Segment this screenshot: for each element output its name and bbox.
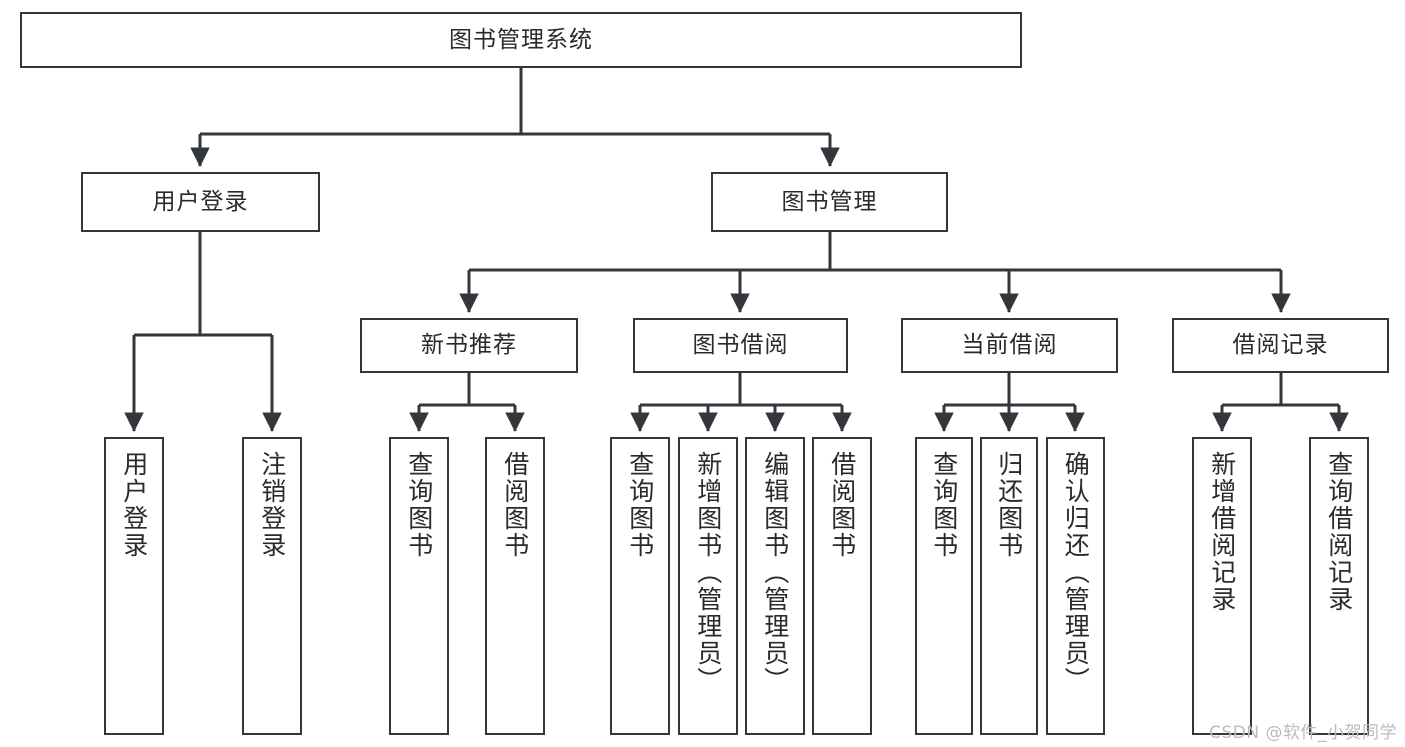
leaf-user-login-1-label: 注销登录	[257, 451, 287, 559]
leaf-borrow-record-1[interactable]: 查询借阅记录	[1309, 437, 1369, 735]
leaf-book-borrow-2-label: 编辑图书（管理员）	[760, 451, 790, 694]
leaf-current-borrow-1[interactable]: 归还图书	[980, 437, 1038, 735]
leaf-current-borrow-0[interactable]: 查询图书	[915, 437, 973, 735]
node-root-label: 图书管理系统	[449, 26, 593, 53]
leaf-user-login-0-label: 用户登录	[119, 451, 149, 559]
leaf-current-borrow-2-label: 确认归还（管理员）	[1061, 451, 1091, 694]
node-borrow-record[interactable]: 借阅记录	[1172, 318, 1389, 373]
leaf-current-borrow-2[interactable]: 确认归还（管理员）	[1046, 437, 1105, 735]
leaf-new-book-0[interactable]: 查询图书	[389, 437, 449, 735]
node-current-borrow-label: 当前借阅	[961, 332, 1058, 359]
leaf-borrow-record-0[interactable]: 新增借阅记录	[1192, 437, 1252, 735]
node-current-borrow[interactable]: 当前借阅	[901, 318, 1118, 373]
leaf-new-book-1[interactable]: 借阅图书	[485, 437, 545, 735]
node-user-login-label: 用户登录	[152, 188, 249, 215]
node-user-login[interactable]: 用户登录	[81, 172, 320, 232]
node-book-manage-label: 图书管理	[781, 188, 878, 215]
leaf-book-borrow-2[interactable]: 编辑图书（管理员）	[745, 437, 805, 735]
leaf-user-login-1[interactable]: 注销登录	[242, 437, 302, 735]
leaf-current-borrow-0-label: 查询图书	[929, 451, 959, 559]
leaf-book-borrow-3-label: 借阅图书	[827, 451, 857, 559]
leaf-book-borrow-3[interactable]: 借阅图书	[812, 437, 872, 735]
node-borrow-record-label: 借阅记录	[1232, 332, 1329, 359]
node-book-borrow[interactable]: 图书借阅	[633, 318, 848, 373]
node-new-book-recommend-label: 新书推荐	[421, 332, 517, 359]
leaf-book-borrow-1[interactable]: 新增图书（管理员）	[678, 437, 738, 735]
leaf-new-book-1-label: 借阅图书	[500, 451, 530, 559]
node-book-manage[interactable]: 图书管理	[711, 172, 948, 232]
node-book-borrow-label: 图书借阅	[692, 332, 789, 359]
node-root[interactable]: 图书管理系统	[20, 12, 1022, 68]
leaf-borrow-record-1-label: 查询借阅记录	[1324, 451, 1354, 613]
leaf-book-borrow-0-label: 查询图书	[625, 451, 655, 559]
leaf-current-borrow-1-label: 归还图书	[994, 451, 1024, 559]
leaf-borrow-record-0-label: 新增借阅记录	[1207, 451, 1237, 613]
leaf-book-borrow-0[interactable]: 查询图书	[610, 437, 670, 735]
node-new-book-recommend[interactable]: 新书推荐	[360, 318, 578, 373]
leaf-user-login-0[interactable]: 用户登录	[104, 437, 164, 735]
leaf-book-borrow-1-label: 新增图书（管理员）	[693, 451, 723, 694]
leaf-new-book-0-label: 查询图书	[404, 451, 434, 559]
